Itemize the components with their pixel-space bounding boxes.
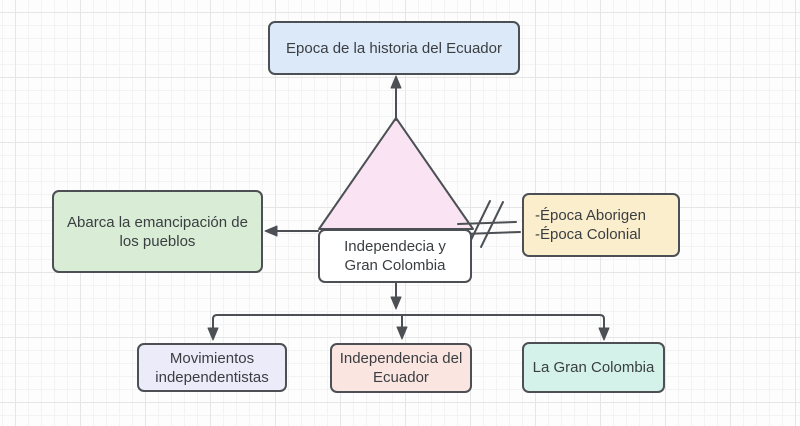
arrowhead-down [396,326,408,340]
arrowhead-up [390,75,402,89]
connector-center-down[interactable] [390,282,402,310]
node-la-gran-colombia[interactable]: La Gran Colombia [522,342,665,393]
node-independencia-gran-colombia[interactable]: Independecia y Gran Colombia [318,229,472,283]
node-independencia-del-ecuador[interactable]: Independencia del Ecuador [330,343,472,393]
arrowhead-down [390,296,402,310]
arrowhead-down [598,327,610,341]
connector-center-to-left[interactable] [264,225,319,237]
node-abarca-emancipacion[interactable]: Abarca la emancipación de los pueblos [52,190,263,273]
connector-triangle-to-top[interactable] [390,75,402,121]
arrowhead-left [264,225,278,237]
connector-distribution[interactable] [207,314,610,341]
node-movimientos-independentistas[interactable]: Movimientos independentistas [137,343,287,392]
arrowhead-down [207,327,219,341]
node-epocas-aborigen-colonial[interactable]: -Época Aborigen -Época Colonial [522,193,680,257]
node-epoca-historia-ecuador[interactable]: Epoca de la historia del Ecuador [268,21,520,75]
triangle-shape[interactable] [318,117,474,230]
